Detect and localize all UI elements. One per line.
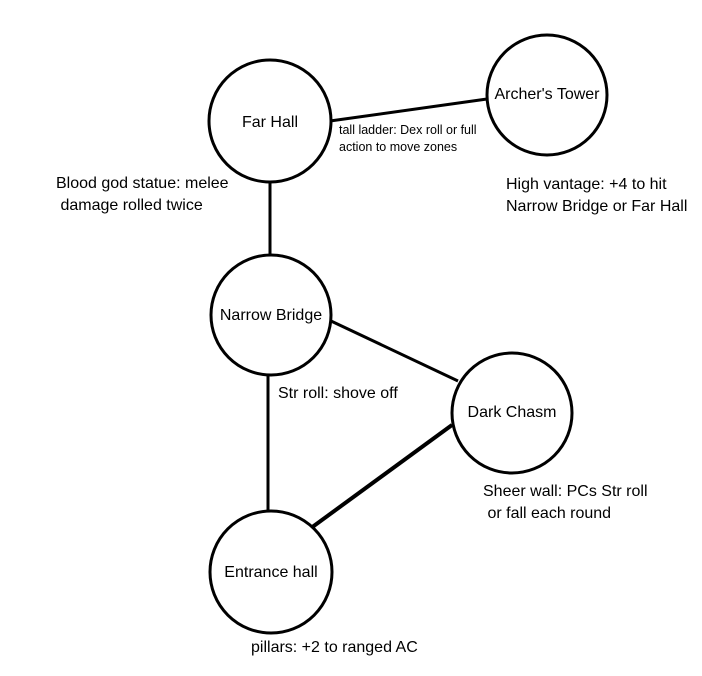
note-high-vantage: High vantage: +4 to hit Narrow Bridge or… — [506, 174, 687, 218]
zone-entrance-hall: Entrance hall — [208, 509, 334, 635]
note-pillars-text: pillars: +2 to ranged AC — [251, 639, 418, 656]
note-high-vantage-line-1: High vantage: +4 to hit — [506, 176, 667, 193]
note-str-roll-shove-text: Str roll: shove off — [278, 385, 398, 402]
zone-archers-tower: Archer's Tower — [485, 33, 609, 157]
zone-narrow-bridge: Narrow Bridge — [209, 253, 333, 377]
zone-far-hall-label: Far Hall — [242, 114, 298, 131]
edge-dark-chasm-entrance-hall — [309, 423, 454, 530]
zone-archers-tower-label: Archer's Tower — [494, 86, 600, 103]
note-blood-god-statue-line-1: Blood god statue: melee — [56, 175, 229, 192]
note-tall-ladder-line-1: tall ladder: Dex roll or full — [339, 123, 477, 137]
zone-far-hall: Far Hall — [207, 58, 333, 184]
note-sheer-wall-line-2: or fall each round — [483, 505, 612, 522]
note-sheer-wall-line-1: Sheer wall: PCs Str roll — [483, 483, 648, 500]
note-high-vantage-line-2: Narrow Bridge or Far Hall — [506, 198, 688, 215]
note-blood-god-statue: Blood god statue: melee damage rolled tw… — [56, 173, 229, 217]
zone-dark-chasm: Dark Chasm — [450, 351, 574, 475]
note-sheer-wall: Sheer wall: PCs Str roll or fall each ro… — [483, 481, 648, 525]
note-tall-ladder-line-2: action to move zones — [339, 140, 458, 154]
zone-entrance-hall-label: Entrance hall — [224, 564, 317, 581]
edge-narrow-bridge-dark-chasm — [330, 319, 459, 383]
note-tall-ladder: tall ladder: Dex roll or full action to … — [339, 122, 477, 156]
edge-far-hall-archers-tower — [329, 97, 488, 123]
zone-narrow-bridge-label: Narrow Bridge — [220, 307, 322, 324]
zone-dark-chasm-label: Dark Chasm — [468, 404, 557, 421]
note-blood-god-statue-line-2: damage rolled twice — [56, 197, 203, 214]
note-str-roll-shove: Str roll: shove off — [278, 383, 398, 405]
note-pillars: pillars: +2 to ranged AC — [251, 637, 418, 659]
